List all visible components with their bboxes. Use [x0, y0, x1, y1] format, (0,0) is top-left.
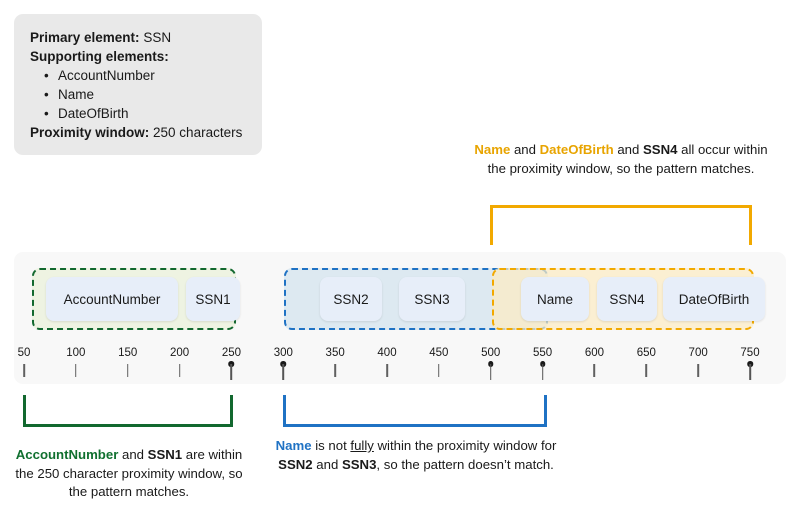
element-chip-name[interactable]: Name: [521, 277, 589, 321]
list-item: Name: [44, 85, 246, 104]
ruler-tick-stem: [541, 364, 544, 380]
list-item: AccountNumber: [44, 66, 246, 85]
ruler-tick-label: 250: [221, 347, 242, 359]
ruler-tick-label: 150: [118, 347, 138, 359]
ruler-tick-stem: [749, 364, 751, 380]
ruler-tick-label: 200: [169, 347, 190, 359]
proximity-window-value: 250 characters: [153, 125, 243, 140]
element-chip-ssn2[interactable]: SSN2: [320, 277, 382, 321]
primary-element-label: Primary element:: [30, 30, 140, 45]
supporting-elements-label: Supporting elements:: [30, 49, 169, 64]
primary-element-value: SSN: [143, 30, 172, 45]
proximity-window-line: Proximity window: 250 characters: [30, 123, 246, 142]
ruler-tick-stem: [386, 364, 388, 377]
annotation-keyword-ssn4: SSN4: [643, 142, 678, 157]
proximity-window-label: Proximity window:: [30, 125, 150, 140]
annotation-keyword-fully: fully: [350, 438, 374, 453]
annotation-blue-nomatch: Name is not fully within the proximity w…: [275, 438, 557, 472]
bracket-green-window: [23, 395, 233, 427]
bracket-orange-window: [490, 205, 752, 245]
ruler-tick-marker-dot: [280, 361, 287, 367]
annotation-keyword-accountnumber: AccountNumber: [15, 447, 119, 462]
ruler-tick-stem: [178, 364, 181, 377]
ruler-tick-label: 650: [636, 347, 656, 359]
pattern-definition-card: Primary element: SSN Supporting elements…: [14, 14, 262, 155]
ruler-tick-stem: [126, 364, 129, 377]
ruler-tick-label: 450: [429, 347, 449, 359]
annotation-keyword-dateofbirth: DateOfBirth: [539, 142, 614, 157]
annotation-keyword-ssn1: SSN1: [147, 447, 183, 462]
ruler-tick-label: 500: [481, 347, 501, 359]
element-chip-ssn4[interactable]: SSN4: [597, 277, 657, 321]
annotation-keyword-ssn2: SSN2: [278, 456, 313, 472]
element-chip-ssn3[interactable]: SSN3: [399, 277, 465, 321]
ruler-tick-stem: [23, 364, 25, 377]
annotation-keyword-ssn3: SSN3: [341, 456, 377, 472]
ruler-tick-stem: [282, 364, 285, 380]
ruler-tick-label: 350: [325, 347, 345, 359]
annotation-keyword-name: Name: [474, 142, 511, 157]
supporting-elements-list: AccountNumber Name DateOfBirth: [30, 66, 246, 123]
bracket-blue-window: [283, 395, 547, 427]
ruler-tick-marker-dot: [539, 361, 546, 367]
ruler-tick-label: 300: [273, 347, 293, 359]
annotation-keyword-name-blue: Name: [275, 438, 312, 453]
ruler-tick-marker-dot: [228, 361, 235, 367]
element-chip-accountnumber[interactable]: AccountNumber: [46, 277, 178, 321]
document-text-panel: AccountNumber SSN1 SSN2 SSN3 Name SSN4 D…: [14, 252, 786, 384]
primary-element-line: Primary element: SSN: [30, 28, 246, 47]
ruler-tick-stem: [697, 364, 699, 377]
ruler-tick-marker-dot: [747, 361, 753, 367]
element-chip-dateofbirth[interactable]: DateOfBirth: [663, 277, 765, 321]
ruler-tick-stem: [438, 364, 440, 377]
character-position-ruler: 50 100 150 200 250 300 350 400 450 500 550 600 650 70…: [14, 347, 786, 383]
ruler-tick-stem: [489, 364, 492, 380]
ruler-tick-stem: [645, 364, 648, 377]
ruler-tick-stem: [334, 364, 336, 377]
annotation-orange-match: Name and DateOfBirth and SSN4 all occur …: [474, 142, 768, 176]
ruler-tick-label: 600: [584, 347, 605, 359]
ruler-tick-marker-dot: [487, 361, 494, 367]
ruler-tick-label: 700: [688, 347, 708, 359]
ruler-tick-stem: [75, 364, 77, 377]
list-item: DateOfBirth: [44, 104, 246, 123]
ruler-tick-label: 50: [17, 347, 31, 359]
ruler-tick-stem: [593, 364, 596, 377]
ruler-tick-label: 100: [66, 347, 86, 359]
ruler-tick-label: 550: [532, 347, 553, 359]
element-chip-ssn1[interactable]: SSN1: [186, 277, 240, 321]
ruler-tick-label: 400: [377, 347, 397, 359]
ruler-tick-label: 750: [740, 347, 760, 359]
ruler-tick-stem: [230, 364, 233, 380]
annotation-green-match: AccountNumber and SSN1 are within the 25…: [15, 447, 243, 499]
